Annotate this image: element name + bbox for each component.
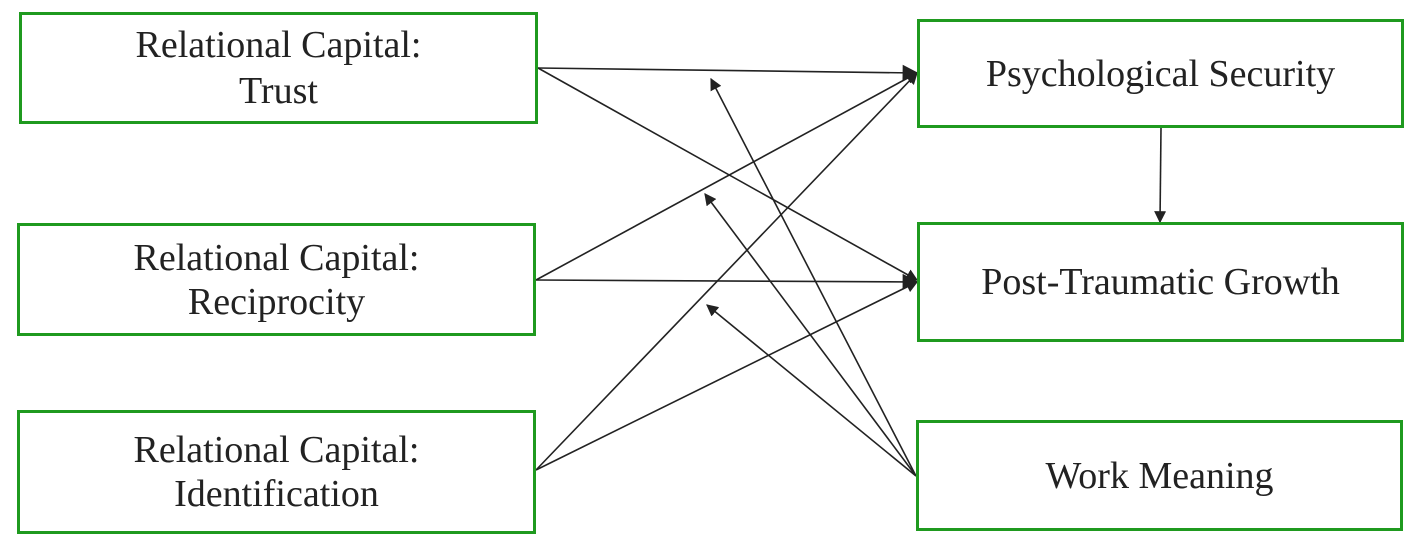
moderation-work-meaning-to-reciprocity-path [704,193,917,477]
edge-reciprocity-to-psychological-security [535,72,919,281]
edge-trust-to-post-traumatic-growth [537,67,919,281]
node-label-line1: Relational Capital: [135,24,422,66]
node-label: Work Meaning [1045,454,1274,497]
node-label: Psychological Security [985,52,1336,95]
edge-trust-to-psychological-security [537,64,919,81]
node-label-line1: Relational Capital: [133,236,420,279]
edge-identification-to-post-traumatic-growth [535,281,919,471]
moderation-work-meaning-to-identification-path [706,304,917,477]
edge-psychological-security-to-post-traumatic-growth [1154,127,1167,224]
moderation-work-meaning-to-trust-path [710,77,917,477]
node-label-line1: Relational Capital: [133,429,420,471]
node-relational-capital-reciprocity: Relational Capital: Reciprocity [17,223,536,336]
node-relational-capital-trust: Relational Capital: Trust [19,12,538,124]
node-label-line2: Reciprocity [187,280,366,323]
node-label-line2: Identification [174,473,379,515]
node-label-line2: Trust [239,70,318,112]
edge-reciprocity-to-post-traumatic-growth [535,273,919,290]
node-relational-capital-identification: Relational Capital: Identification [17,410,536,534]
node-post-traumatic-growth: Post-Traumatic Growth [917,222,1404,342]
edge-identification-to-psychological-security [535,72,918,471]
node-psychological-security: Psychological Security [917,19,1404,128]
node-label: Post-Traumatic Growth [981,261,1340,303]
node-work-meaning: Work Meaning [916,420,1403,531]
